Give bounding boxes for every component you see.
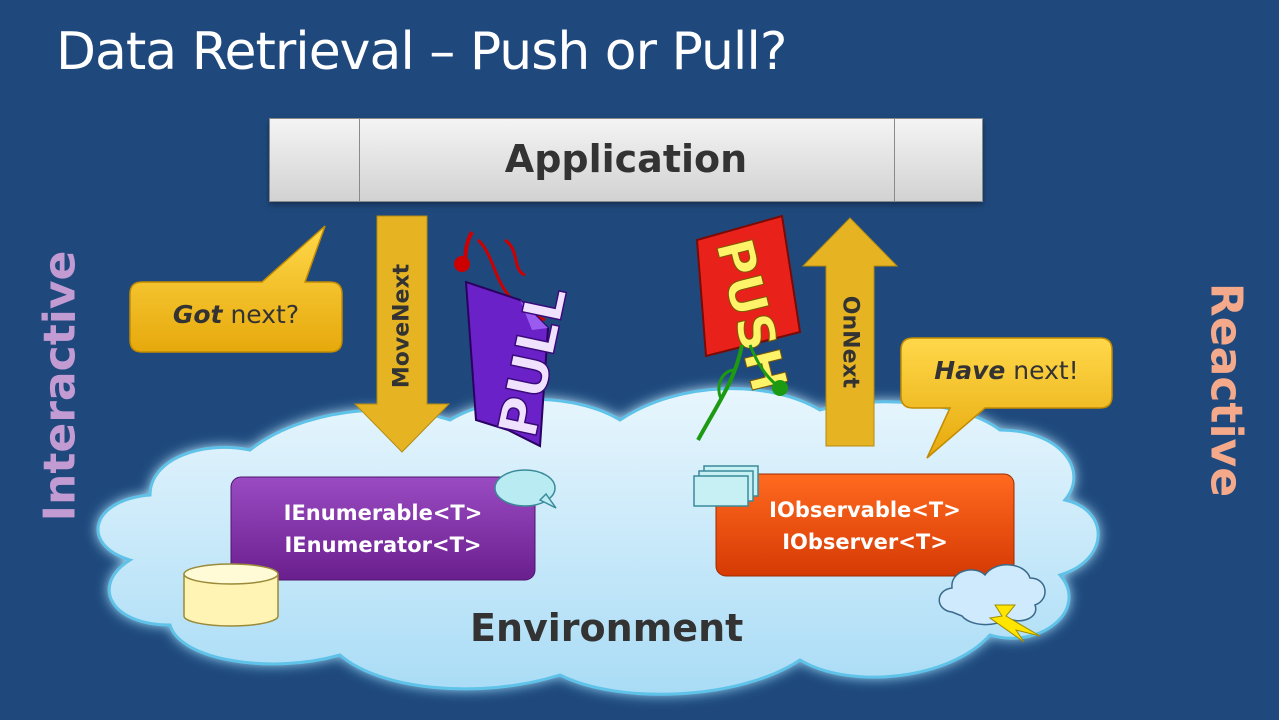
environment-label: Environment	[470, 606, 744, 650]
interactive-label: Interactive	[34, 250, 86, 522]
movenext-arrow	[353, 215, 451, 453]
have-next-text: Have next!	[901, 356, 1112, 385]
onnext-label: OnNext	[837, 295, 863, 389]
environment-cloud	[96, 387, 1100, 696]
pull-interface-text: IEnumerable<T> IEnumerator<T>	[231, 497, 535, 561]
movenext-label: MoveNext	[389, 263, 415, 389]
application-bar: Application	[269, 118, 983, 202]
have-next-bubble	[900, 337, 1113, 459]
application-label: Application	[504, 137, 748, 181]
have-next-rest: next!	[1005, 356, 1079, 385]
stacked-pages-icon	[693, 465, 759, 507]
onnext-arrow	[801, 217, 899, 447]
ienumerable-label: IEnumerable<T>	[283, 501, 483, 525]
push-interface-box	[715, 473, 1015, 577]
got-next-bubble	[129, 225, 343, 353]
pull-interface-box	[230, 476, 536, 581]
got-next-text: Got next?	[130, 300, 342, 329]
database-icon	[183, 563, 279, 627]
storm-cloud-icon	[938, 564, 1046, 643]
slide-title: Data Retrieval – Push or Pull?	[56, 22, 787, 82]
got-next-bold: Got	[172, 300, 223, 329]
iobserver-label: IObserver<T>	[782, 530, 948, 554]
got-next-rest: next?	[222, 300, 300, 329]
small-speech-icon	[494, 469, 557, 509]
have-next-bold: Have	[934, 356, 1006, 385]
push-sign: PUSH	[695, 214, 802, 441]
ienumerator-label: IEnumerator<T>	[284, 533, 482, 557]
iobservable-label: IObservable<T>	[769, 498, 961, 522]
reactive-label: Reactive	[1200, 282, 1252, 498]
push-interface-text: IObservable<T> IObserver<T>	[716, 494, 1014, 558]
